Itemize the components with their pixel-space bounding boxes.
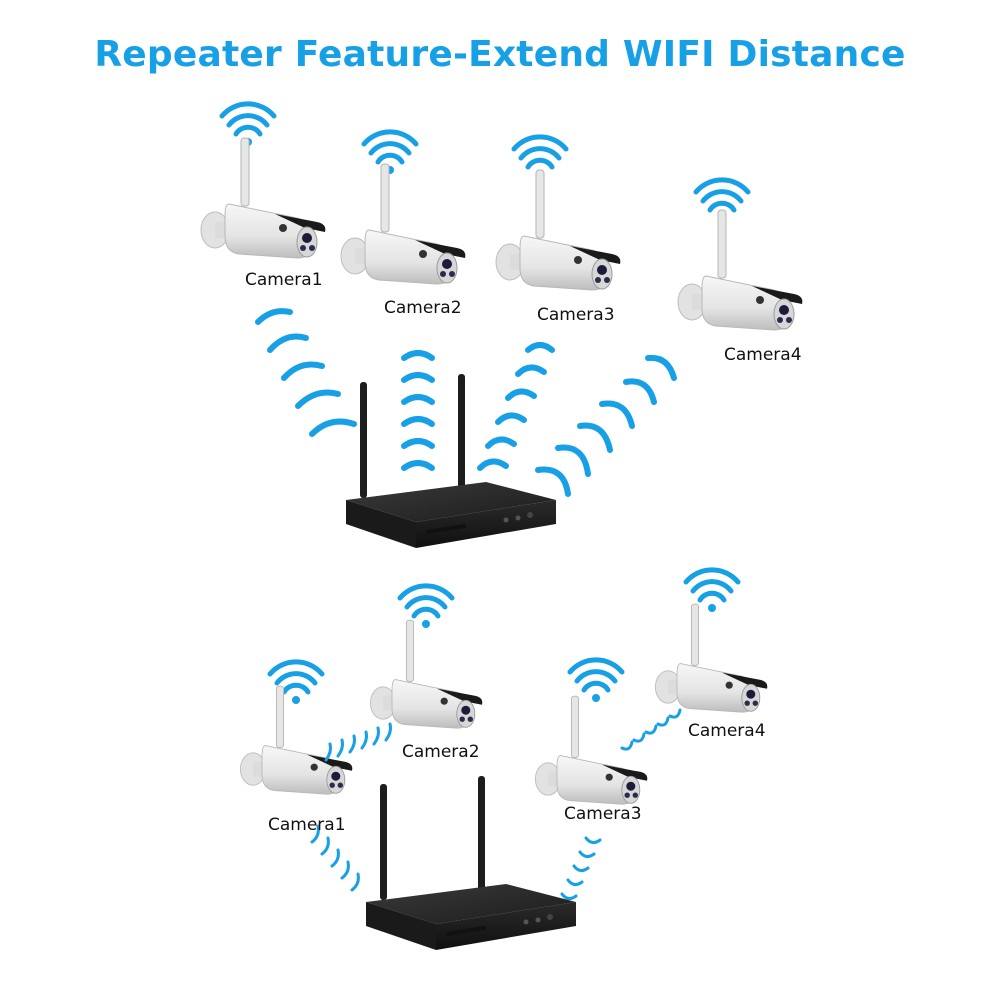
- bottom-diagram: [239, 570, 768, 950]
- camera-icon: [369, 619, 483, 729]
- top-diagram: [200, 104, 803, 548]
- camera-icon: [495, 169, 621, 291]
- signal-waves-camera2: [401, 350, 435, 471]
- camera-icon: [534, 695, 648, 805]
- signal-waves-nvr-cam1: [310, 824, 360, 892]
- camera-icon: [677, 209, 803, 331]
- camera2-label: Camera2: [384, 298, 462, 318]
- nvr-recorder-icon: [366, 776, 576, 950]
- signal-waves-cam3-cam4: [620, 708, 682, 751]
- camera-icon: [654, 603, 768, 713]
- camera3-label: Camera3: [537, 305, 615, 325]
- camera-icon: [340, 163, 466, 285]
- bottom-camera3-label: Camera3: [564, 804, 642, 824]
- bottom-camera2-label: Camera2: [402, 742, 480, 762]
- bottom-camera4-label: Camera4: [688, 721, 766, 741]
- signal-waves-camera4: [535, 354, 677, 497]
- signal-waves-nvr-cam3: [560, 836, 602, 901]
- signal-waves-camera3: [477, 342, 555, 471]
- signal-waves-cam1-cam2: [324, 722, 392, 762]
- nvr-recorder-icon: [346, 374, 556, 548]
- page-title: Repeater Feature-Extend WIFI Distance: [94, 34, 906, 75]
- wifi-icon: [364, 132, 416, 174]
- camera4-label: Camera4: [724, 345, 802, 365]
- wifi-icon: [570, 660, 622, 702]
- camera1-label: Camera1: [245, 270, 323, 290]
- camera-icon: [200, 137, 326, 259]
- signal-waves-camera1: [255, 308, 357, 437]
- bottom-camera1-label: Camera1: [268, 815, 346, 835]
